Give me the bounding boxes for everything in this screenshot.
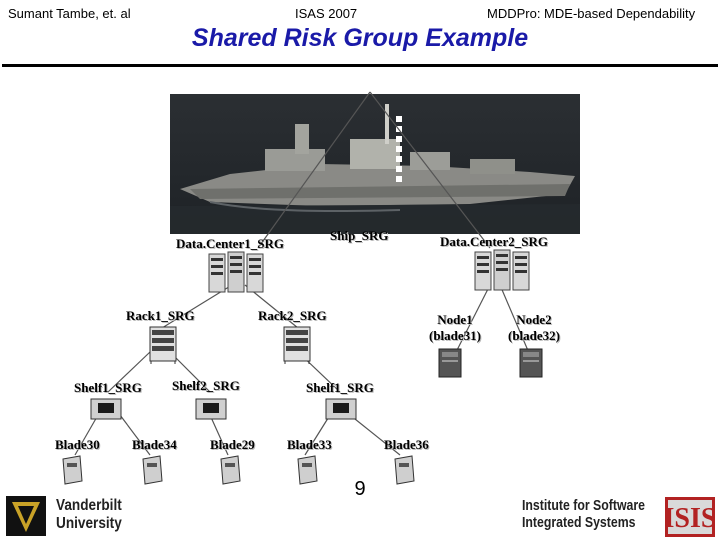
blade29-label: Blade29: [210, 437, 255, 452]
blade30-label: Blade30: [55, 437, 100, 452]
blade-server-icon: [62, 455, 83, 485]
isis-emblem-icon: ISIS: [665, 497, 715, 537]
node1-subtitle: (blade31): [429, 328, 481, 343]
ship-srg-label: Ship_SRG: [330, 228, 389, 243]
isis-logo-text: Institute for Software Integrated System…: [522, 497, 645, 531]
rack-icon: [283, 326, 311, 364]
server-tower-icon: [438, 348, 462, 378]
header-conference: ISAS 2007: [295, 6, 358, 21]
node1-name: Node1: [437, 312, 473, 327]
header-author: Sumant Tambe, et. al: [8, 6, 131, 21]
blade-server-icon: [297, 455, 318, 485]
blade-shelf-icon: [195, 398, 227, 420]
node1-label: Node1 (blade31): [428, 312, 482, 344]
page-number: 9: [354, 478, 366, 500]
isis-line2: Integrated Systems: [522, 514, 636, 531]
rack-icon: [149, 326, 177, 364]
vanderbilt-line2: University: [56, 515, 122, 532]
node2-name: Node2: [516, 312, 552, 327]
datacenter1-srg-label: Data.Center1_SRG: [176, 236, 284, 251]
node2-subtitle: (blade32): [508, 328, 560, 343]
shelf1-srg-label-rack2: Shelf1_SRG: [306, 380, 374, 395]
vanderbilt-line1: Vanderbilt: [56, 497, 122, 514]
rack2-srg-label: Rack2_SRG: [258, 308, 327, 323]
blade-server-icon: [220, 455, 241, 485]
blade33-label: Blade33: [287, 437, 332, 452]
title-divider: [2, 64, 718, 67]
header-project: MDDPro: MDE-based Dependability: [487, 6, 696, 21]
vanderbilt-v-icon: [6, 496, 46, 536]
server-tower-icon: [519, 348, 543, 378]
shelf2-srg-label: Shelf2_SRG: [172, 378, 240, 393]
vanderbilt-logo: Vanderbilt University: [6, 496, 146, 536]
vanderbilt-logo-text: Vanderbilt University: [56, 497, 122, 533]
server-rack-cluster-icon: [208, 251, 264, 293]
isis-line1: Institute for Software: [522, 497, 646, 514]
blade-server-icon: [394, 455, 415, 485]
datacenter2-srg-label: Data.Center2_SRG: [440, 234, 548, 249]
blade-server-icon: [142, 455, 163, 485]
rack1-srg-label: Rack1_SRG: [126, 308, 195, 323]
ship-image: [170, 94, 580, 234]
node2-label: Node2 (blade32): [505, 312, 563, 344]
server-rack-cluster-icon: [474, 249, 530, 291]
slide-title: Shared Risk Group Example: [191, 24, 529, 52]
blade36-label: Blade36: [384, 437, 429, 452]
shelf1-srg-label: Shelf1_SRG: [74, 380, 142, 395]
blade-shelf-icon: [325, 398, 357, 420]
isis-logo: Institute for Software Integrated System…: [522, 497, 716, 537]
blade34-label: Blade34: [132, 437, 177, 452]
blade-shelf-icon: [90, 398, 122, 420]
svg-text:ISIS: ISIS: [665, 503, 715, 534]
